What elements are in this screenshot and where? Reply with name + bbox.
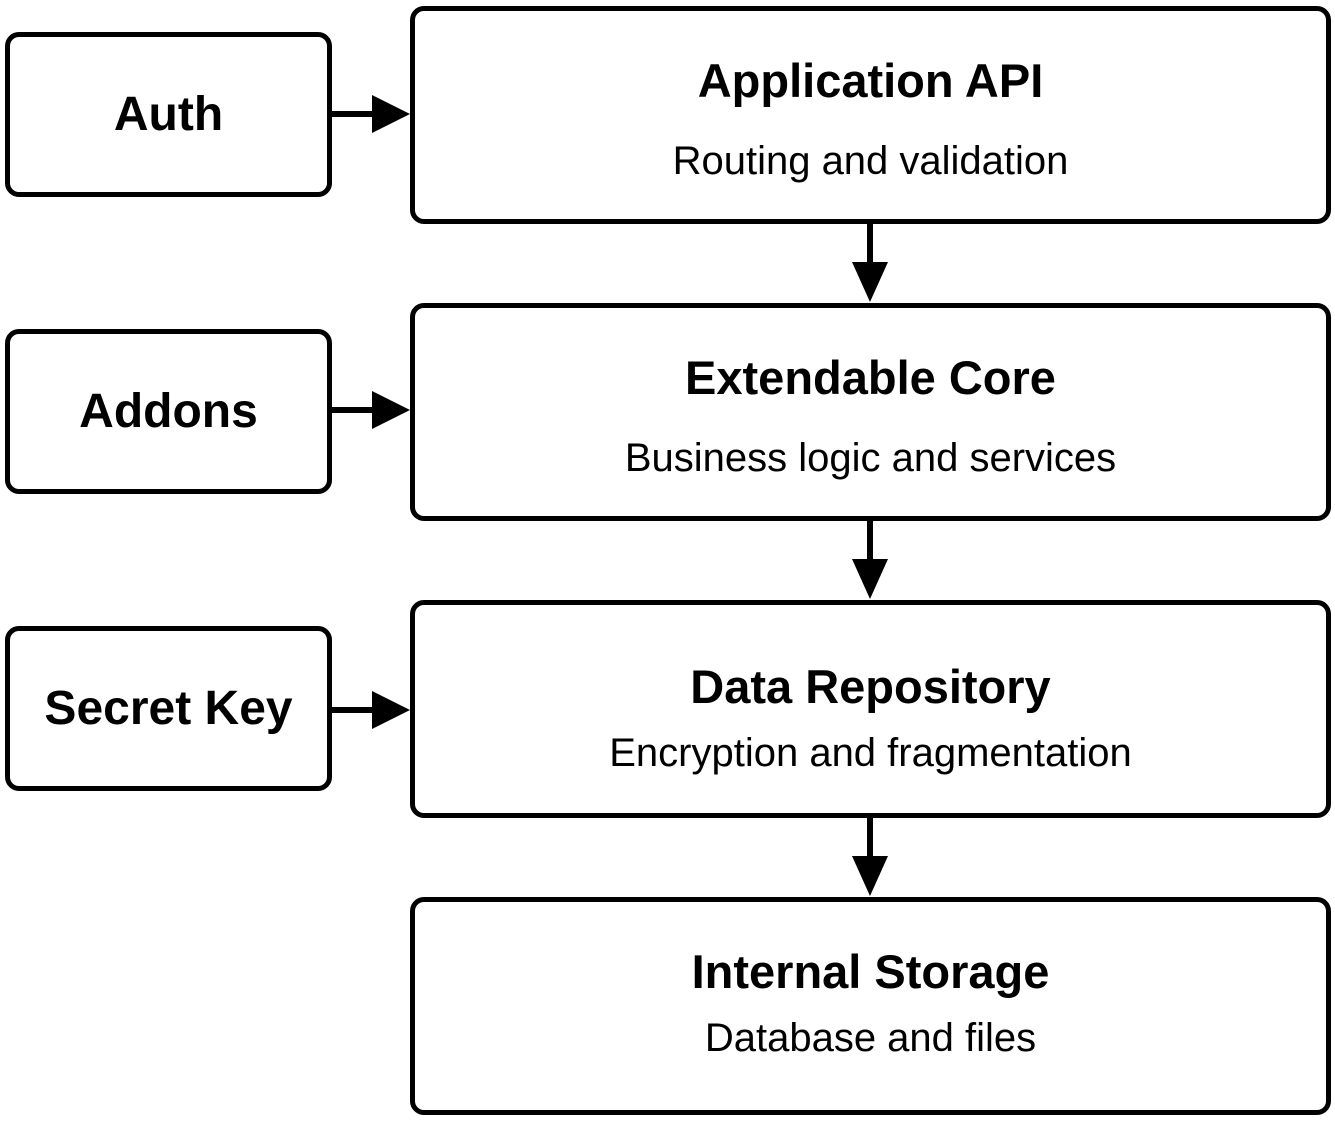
data-repository-title: Data Repository [690, 660, 1051, 713]
secret-key-box: Secret Key [5, 626, 332, 791]
addons-label: Addons [79, 384, 258, 438]
extendable-core-subtitle: Business logic and services [624, 436, 1117, 480]
data-repository-box: Data Repository Encryption and fragmenta… [410, 600, 1331, 818]
arrow-secret-key-to-data-repository [332, 691, 410, 729]
addons-box: Addons [5, 329, 332, 494]
extendable-core-title: Extendable Core [685, 351, 1056, 404]
internal-storage-box: Internal Storage Database and files [410, 897, 1331, 1115]
application-api-box: Application API Routing and validation [410, 6, 1331, 224]
arrow-extendable-core-to-data-repository [852, 519, 888, 599]
internal-storage-title: Internal Storage [691, 945, 1050, 998]
auth-label: Auth [113, 87, 224, 141]
secret-key-label: Secret Key [44, 681, 293, 735]
arrow-data-repository-to-internal-storage [852, 816, 888, 896]
arrow-application-api-to-extendable-core [852, 222, 888, 302]
application-api-subtitle: Routing and validation [672, 139, 1069, 183]
arrow-addons-to-extendable-core [332, 391, 410, 429]
internal-storage-subtitle: Database and files [704, 1016, 1037, 1060]
auth-box: Auth [5, 32, 332, 197]
extendable-core-box: Extendable Core Business logic and servi… [410, 303, 1331, 521]
arrow-auth-to-application-api [332, 95, 410, 133]
application-api-title: Application API [697, 54, 1044, 107]
data-repository-subtitle: Encryption and fragmentation [609, 731, 1132, 775]
